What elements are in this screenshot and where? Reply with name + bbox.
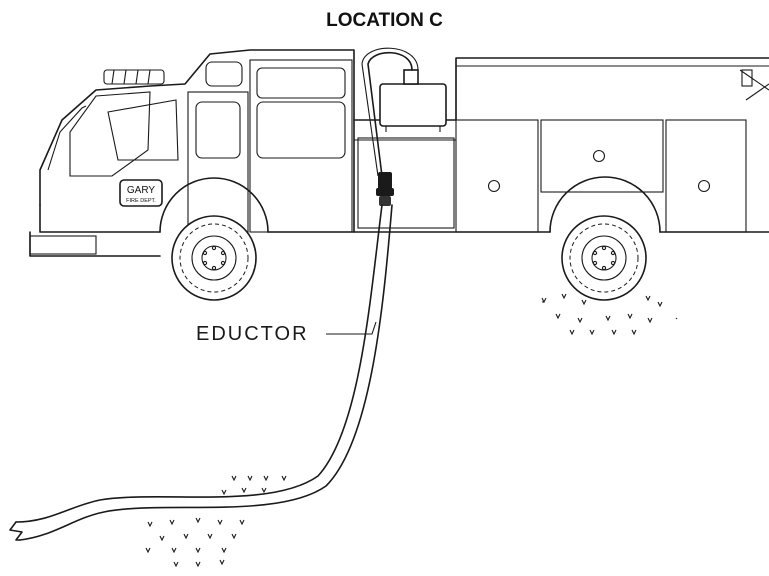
- eductor-outlet: [379, 196, 391, 206]
- cab-side-window: [108, 100, 178, 160]
- foam-tank-legs: [386, 126, 440, 132]
- eductor-coupling: [376, 188, 394, 196]
- compartment-door-2: [541, 120, 663, 192]
- pump-panel: [358, 138, 454, 228]
- compartment-door-1: [456, 120, 538, 232]
- fire-truck: GARY FIRE DEPT.: [30, 50, 769, 300]
- compartment-door-3: [666, 120, 746, 232]
- cab-rear-window: [257, 102, 345, 158]
- foam-tank-cap: [404, 70, 418, 84]
- eductor-label: EDUCTOR: [196, 323, 309, 345]
- bumper-plate: [30, 236, 96, 254]
- foam-tank: [380, 84, 446, 126]
- cab-door-front: [188, 92, 248, 232]
- door-handle-2: [594, 151, 605, 162]
- cab-door-rear: [250, 60, 352, 232]
- rear-ladder: [740, 70, 769, 100]
- door-handle-3: [699, 181, 710, 192]
- front-tire: [172, 216, 256, 300]
- door-sign-line1: GARY: [127, 185, 155, 196]
- hose-break-end: [10, 522, 22, 540]
- eductor-leader-line: [326, 322, 376, 334]
- door-sign-line2: FIRE DEPT.: [126, 198, 156, 204]
- cab-windshield: [70, 92, 150, 176]
- rear-tire: [562, 216, 646, 300]
- cab-rear-upper-window: [257, 68, 345, 98]
- roof-light-segments: [112, 70, 150, 84]
- grass-near-hose-lower: [146, 518, 244, 566]
- eductor-body: [378, 172, 392, 190]
- diagram-title: LOCATION C: [0, 10, 769, 32]
- cab-outline: [40, 50, 354, 232]
- eductor-fitting: [376, 172, 394, 206]
- body-upper-detail: [456, 60, 769, 120]
- door-handle-1: [489, 181, 500, 192]
- cab-door-window: [196, 102, 240, 158]
- cab-upper-window: [206, 62, 242, 86]
